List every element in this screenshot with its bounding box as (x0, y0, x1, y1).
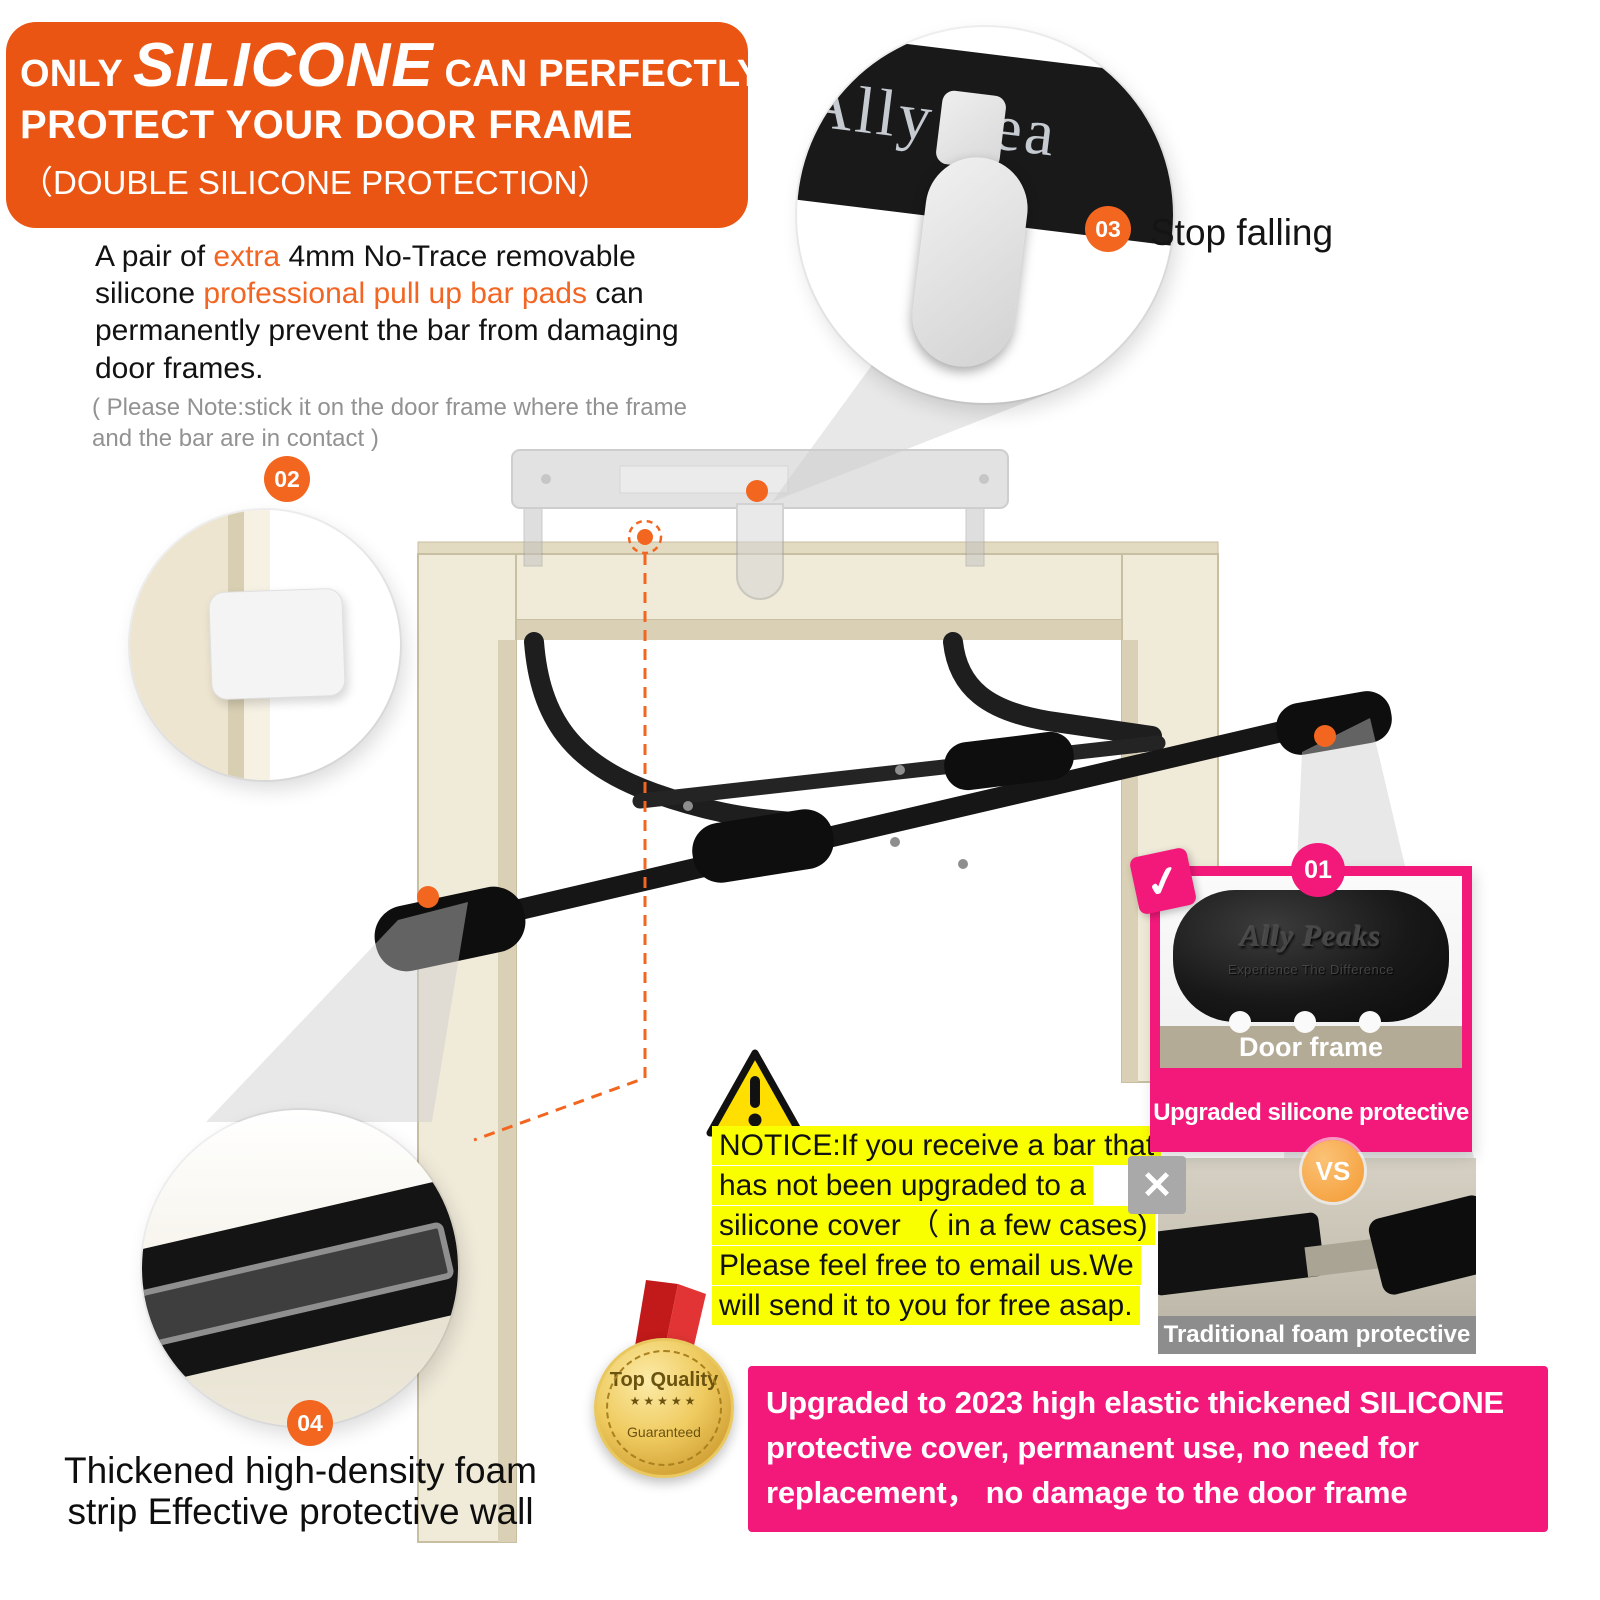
traditional-caption: Traditional foam protective (1158, 1316, 1476, 1354)
finger-groove (1229, 1011, 1251, 1033)
traditional-foam-panel: Traditional foam protective (1158, 1158, 1476, 1354)
header-line1: ONLY SILICONE CAN PERFECTLY (20, 30, 762, 101)
notice-line: Please feel free to email us.We (712, 1246, 1141, 1285)
cross-icon: ✕ (1128, 1156, 1186, 1214)
foam-strip-label-line2: strip Effective protective wall (67, 1491, 534, 1533)
notice-block: NOTICE:If you receive a bar that has not… (712, 1126, 1162, 1326)
medal-badge: Top Quality ★★★★★ Guaranteed (594, 1338, 734, 1478)
header-line3: （DOUBLE SILICONE PROTECTION） (20, 164, 611, 201)
dashed-connector (473, 519, 663, 1142)
intro-seg1: A pair of (95, 240, 214, 273)
ghost-mount-bar (511, 449, 1009, 600)
stop-falling-label: Stop falling (1150, 212, 1334, 253)
upgraded-caption: Upgraded silicone protective (1153, 1099, 1469, 1126)
grip-brand-text: Ally Peaks (1240, 920, 1382, 953)
notice-line: silicone cover （ in a few cases) (712, 1206, 1155, 1245)
finger-groove (1359, 1011, 1381, 1033)
callout-04-badge: 04 (287, 1400, 333, 1446)
vs-badge: VS (1302, 1140, 1364, 1202)
intro-extra: extra (213, 240, 281, 273)
finger-groove (1294, 1011, 1316, 1033)
intro-note: ( Please Note:stick it on the door frame… (92, 394, 687, 453)
intro-seg5: can permanently prevent the bar from dam… (95, 277, 679, 385)
door-frame-label: Door frame (1238, 1031, 1384, 1062)
medal-guaranteed: Guaranteed (627, 1424, 701, 1440)
intro-seg3: 4mm No-Trace removable silicone (95, 240, 636, 311)
hotspot-dots (417, 480, 1336, 908)
header-line2: PROTECT YOUR DOOR FRAME (20, 103, 634, 147)
banner-line2: protective cover, permanent use, no need… (766, 1430, 1419, 1465)
header-line1-pre: ONLY (20, 53, 133, 95)
brand-text-crop: Ally Pea (801, 67, 1062, 171)
header-line1-post: CAN PERFECTLY (433, 53, 763, 95)
door-frame (417, 541, 1219, 1543)
magnifier-02 (130, 510, 400, 780)
top-quality-medal: Top Quality ★★★★★ Guaranteed (588, 1280, 740, 1482)
notice-line: will send it to you for free asap. (712, 1286, 1140, 1325)
upgraded-silicone-panel: Door frame Ally Peaks Experience The Dif… (1128, 846, 1472, 1152)
bottom-banner: Upgraded to 2023 high elastic thickened … (748, 1366, 1548, 1532)
callout-01-badge: 01 (1291, 843, 1345, 897)
silicone-grip-photo: Door frame Ally Peaks Experience The Dif… (1160, 876, 1462, 1068)
banner-line3: replacement， no damage to the door frame (766, 1475, 1408, 1510)
intro-pads: professional pull up bar pads (203, 277, 587, 311)
notice-line: has not been upgraded to a (712, 1166, 1093, 1205)
checkmark-icon: ✓ (1128, 846, 1198, 916)
callout-03-badge: 03 (1085, 206, 1131, 252)
grip-tagline-text: Experience The Difference (1228, 962, 1394, 977)
door-frame-label-bar: Door frame (1160, 1026, 1462, 1068)
medal-title: Top Quality (609, 1369, 719, 1391)
banner-line1: Upgraded to 2023 high elastic thickened … (766, 1385, 1505, 1420)
magnifier-04 (142, 1110, 458, 1426)
silicone-grip: Ally Peaks Experience The Difference (1173, 890, 1449, 1022)
medal-stars: ★★★★★ (629, 1394, 699, 1408)
notice-line: NOTICE:If you receive a bar that (712, 1126, 1162, 1165)
worn-foam-left (1158, 1211, 1326, 1297)
silicone-pad-square (208, 587, 346, 701)
foam-strip-label: Thickened high-density foam strip Effect… (28, 1450, 573, 1533)
worn-foam-right (1366, 1192, 1476, 1298)
header-banner: ONLY SILICONE CAN PERFECTLY PROTECT YOUR… (6, 22, 762, 228)
intro-paragraph: A pair of extra 4mm No-Trace removable s… (95, 238, 743, 387)
foam-strip-label-line1: Thickened high-density foam (63, 1450, 538, 1491)
callout-02-badge: 02 (264, 456, 310, 502)
foam-grips (374, 691, 1392, 972)
header-silicone-word: SILICONE (132, 31, 434, 100)
bolts (683, 765, 968, 869)
